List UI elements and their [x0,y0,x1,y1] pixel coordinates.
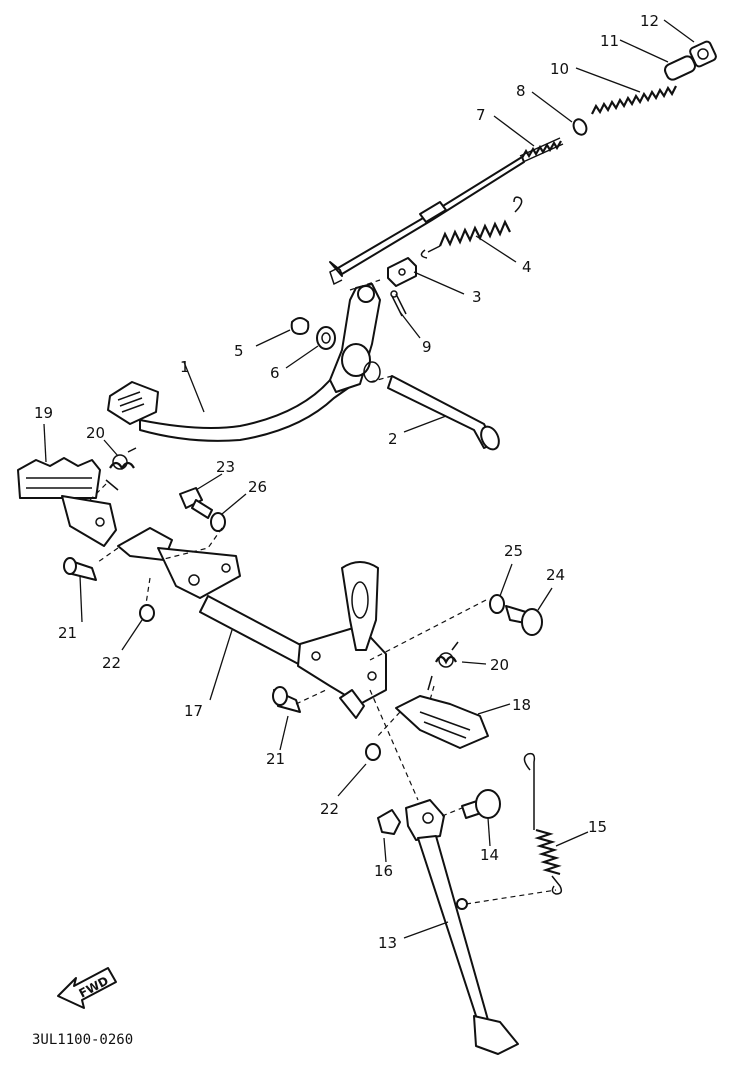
part-14-bolt [461,789,501,819]
part-5-washer [290,317,310,335]
part-11-pin [663,55,697,81]
callout-15: 15 [588,818,607,836]
callout-1: 1 [180,358,190,376]
part-22-washer-b [365,743,381,761]
callout-20-b: 20 [490,656,509,674]
part-20-spring [105,447,137,491]
diagram-code: 3UL1100-0260 [32,1032,133,1048]
callout-5: 5 [234,342,244,360]
callout-4: 4 [522,258,532,276]
callout-13: 13 [378,934,397,952]
callout-12: 12 [640,12,659,30]
callout-2: 2 [388,430,398,448]
callout-23: 24 [546,566,565,584]
leader-lines [43,19,695,939]
callout-3: 3 [472,288,482,306]
callout-8: 8 [516,82,526,100]
part-13-sidestand [405,799,519,1055]
part-9-cotter-pin [390,290,407,317]
part-1-brake-pedal [107,283,381,442]
callout-20: 20 [86,424,105,442]
part-2-pivot-shaft [387,375,500,451]
part-17-footrest-bracket [117,527,387,719]
part-21-pin-b [272,686,301,713]
part-23-bolt [505,605,543,636]
part-8-washer [572,118,588,136]
part-4-spring [420,196,523,259]
part-26-washer [210,512,226,532]
part-25-bolt [179,487,213,519]
callout-21-b: 21 [266,750,285,768]
part-19-footrest [17,457,117,547]
callout-19: 19 [34,404,53,422]
callout-26: 26 [248,478,267,496]
callout-17: 17 [184,702,203,720]
callout-24: 25 [504,542,523,560]
callout-22-b: 22 [320,800,339,818]
part-18-footrest [395,695,489,749]
callout-25: 23 [216,458,235,476]
part-22-washer [139,604,155,622]
callout-14: 14 [480,846,499,864]
part-20-spring-b [427,641,459,691]
callout-7: 7 [476,106,486,124]
callout-9: 9 [422,338,432,356]
callout-18: 18 [512,696,531,714]
fwd-arrow-icon: FWD [57,967,117,1009]
part-7-brake-rod [329,137,564,286]
callout-10: 10 [550,60,569,78]
part-16-nut [377,809,401,835]
callout-21: 21 [58,624,77,642]
part-6-washer [316,326,336,350]
callout-6: 6 [270,364,280,382]
callout-22: 22 [102,654,121,672]
part-10-spring [591,85,677,115]
part-3-clevis [387,257,417,287]
part-21-pin [63,557,97,581]
part-15-spring [523,752,563,895]
callout-11: 11 [600,32,619,50]
callout-16: 16 [374,862,393,880]
part-24-washer [489,594,505,614]
